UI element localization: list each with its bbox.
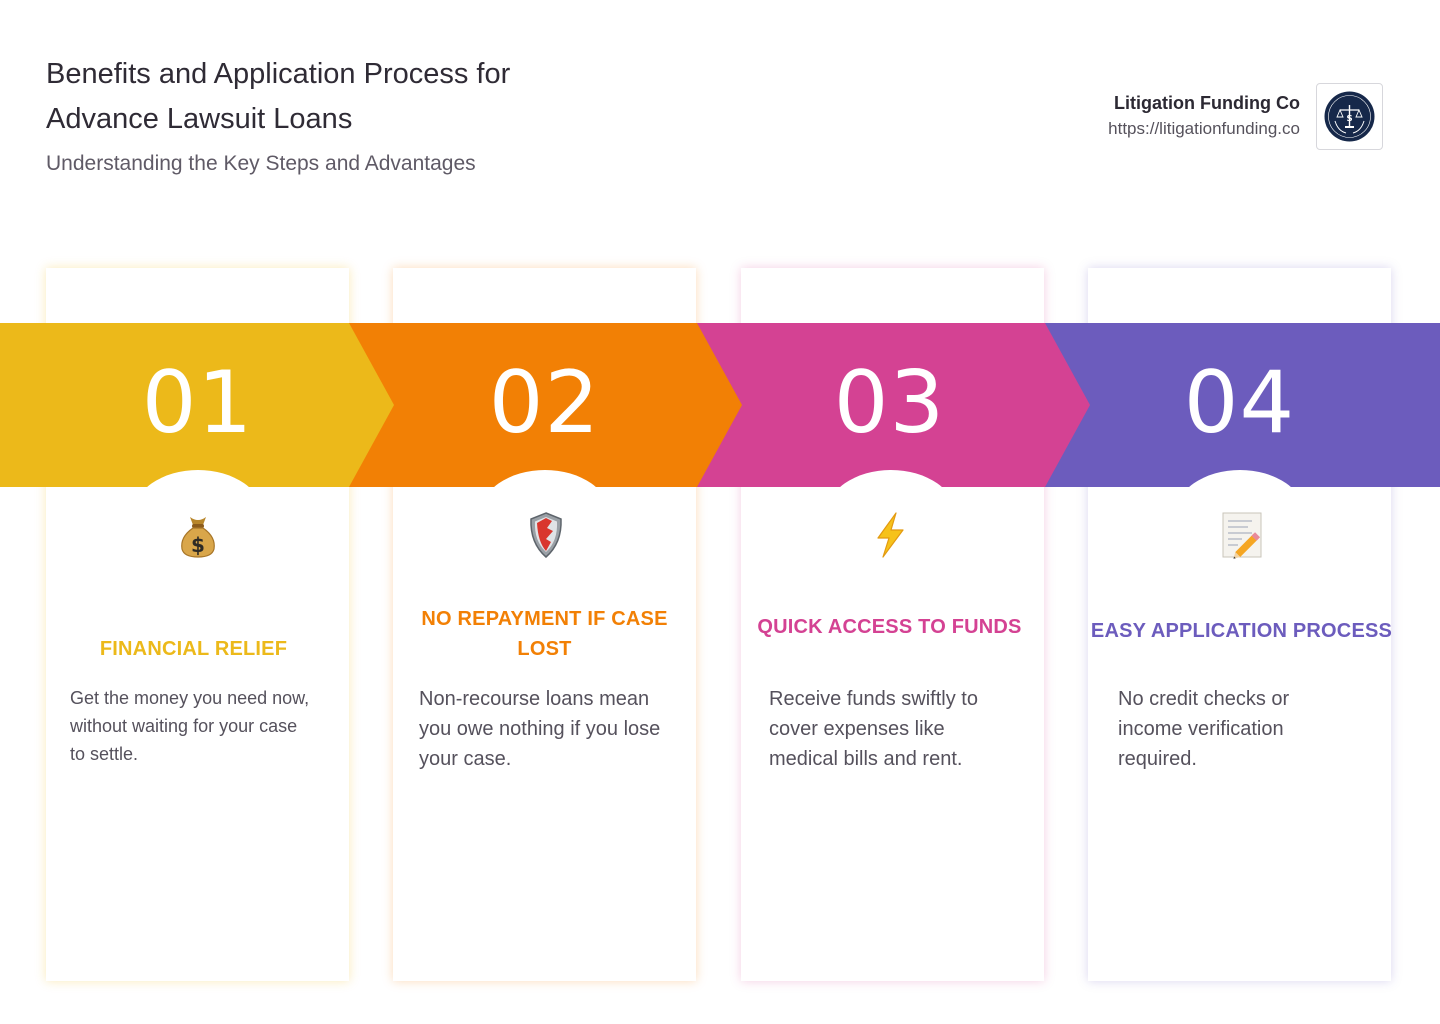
- step-description-1: Get the money you need now, without wait…: [70, 688, 310, 764]
- step-title-3: QUICK ACCESS TO FUNDS: [757, 616, 1022, 638]
- step-description-3: Receive funds swiftly to cover expenses …: [769, 688, 978, 770]
- page-title: Benefits and Application Process for Adv…: [46, 58, 511, 135]
- money-bag-icon: $: [168, 505, 228, 565]
- scales-of-justice-logo-icon: $: [1324, 91, 1375, 142]
- step-title-1: FINANCIAL RELIEF: [99, 638, 288, 660]
- brand-url[interactable]: https://litigationfunding.co: [1108, 119, 1300, 138]
- step-description-4: No credit checks or income verification …: [1118, 688, 1290, 770]
- step-number-4: 04: [1183, 353, 1296, 453]
- svg-text:$: $: [191, 533, 205, 557]
- brand-name: Litigation Funding Co: [1114, 93, 1300, 113]
- step-arrow-band: [0, 323, 1440, 487]
- svg-text:$: $: [1346, 114, 1352, 124]
- lightning-icon: [860, 505, 920, 565]
- memo-pencil-icon: [1212, 505, 1272, 565]
- step-number-1: 01: [141, 353, 254, 453]
- icon-bump-4: [1175, 470, 1305, 487]
- icon-bump-3: [826, 470, 956, 487]
- step-description-2: Non-recourse loans mean you owe nothing …: [419, 688, 661, 770]
- brand-logo: $: [1316, 83, 1383, 150]
- arrow-band-1b: [0, 323, 394, 487]
- step-number-2: 02: [488, 353, 601, 453]
- step-title-4: EASY APPLICATION PROCESS: [1090, 620, 1393, 642]
- step-number-3: 03: [833, 353, 946, 453]
- shield-icon: [516, 505, 576, 565]
- brand-block: Litigation Funding Co https://litigation…: [1108, 90, 1300, 142]
- icon-bump-2: [480, 470, 610, 487]
- page-subtitle: Understanding the Key Steps and Advantag…: [46, 152, 476, 175]
- step-title-2: NO REPAYMENT IF CASE LOST: [421, 608, 668, 660]
- icon-bump-1: [133, 470, 263, 487]
